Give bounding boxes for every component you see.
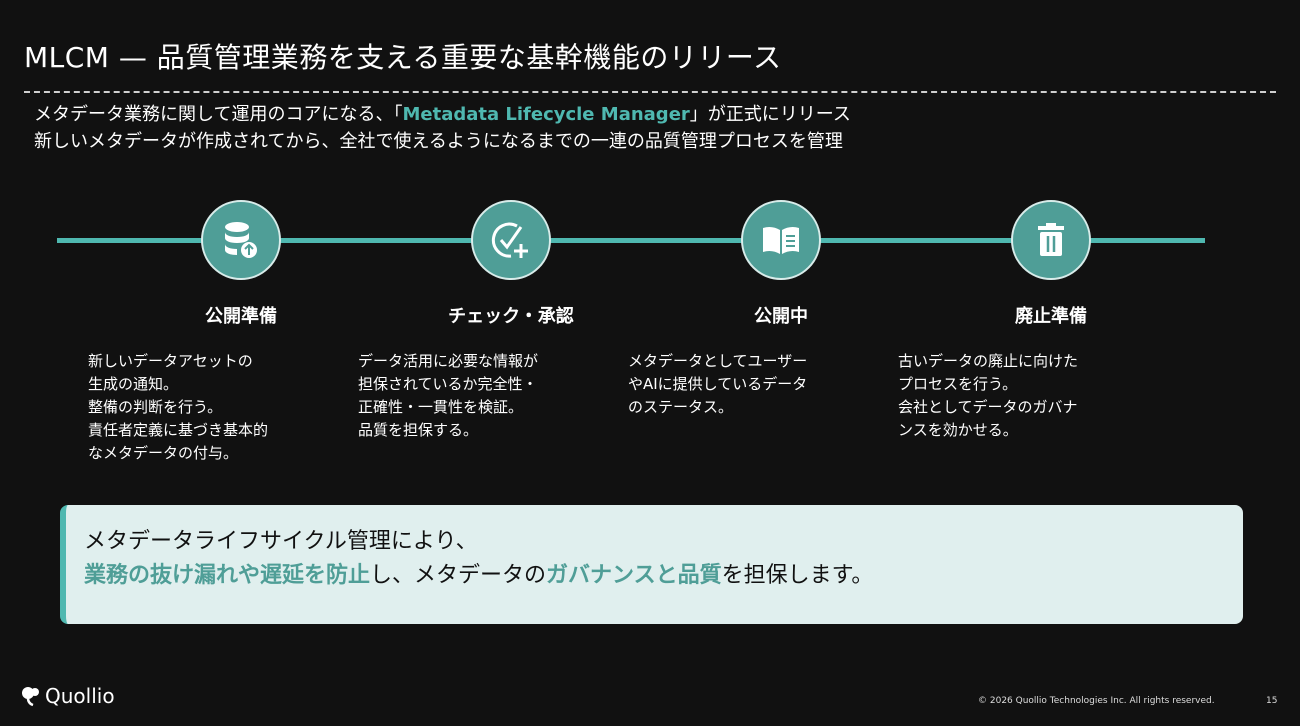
highlight-text: 業務の抜け漏れや遅延を防止 <box>84 563 371 588</box>
logo-text: Quollio <box>45 684 115 708</box>
product-name: Metadata Lifecycle Manager <box>402 104 690 125</box>
step-description: メタデータとしてユーザー やAIに提供しているデータ のステータス。 <box>628 352 808 416</box>
callout-line-1: メタデータライフサイクル管理により、 <box>84 529 478 554</box>
step-description: 古いデータの廃止に向けた プロセスを行う。 会社としてデータのガバナ ンスを効か… <box>898 352 1079 439</box>
subtitle-text: 」が正式にリリース <box>689 104 851 125</box>
highlight-text: ガバナンスと品質 <box>546 563 722 588</box>
step-description: データ活用に必要な情報が 担保されているか完全性・ 正確性・一貫性を検証。 品質… <box>358 352 539 439</box>
step-title: チェック・承認 <box>448 306 574 327</box>
subtitle-line-2: 新しいメタデータが作成されてから、全社で使えるようになるまでの一連の品質管理プロ… <box>34 131 843 152</box>
step-title: 公開準備 <box>205 306 277 327</box>
trash-icon <box>1011 200 1091 280</box>
divider <box>24 91 1276 93</box>
quollio-logo-icon <box>22 687 39 707</box>
step-title: 廃止準備 <box>1015 306 1087 327</box>
check-plus-icon <box>471 200 551 280</box>
timeline-line <box>57 238 1205 243</box>
summary-callout: メタデータライフサイクル管理により、 業務の抜け漏れや遅延を防止し、メタデータの… <box>60 505 1243 624</box>
callout-text: を担保します。 <box>721 563 874 588</box>
page-number: 15 <box>1266 696 1278 706</box>
open-book-icon <box>741 200 821 280</box>
callout-line-2: 業務の抜け漏れや遅延を防止し、メタデータのガバナンスと品質を担保します。 <box>84 559 1243 593</box>
subtitle-text: メタデータ業務に関して運用のコアになる、「 <box>34 104 403 125</box>
step-title: 公開中 <box>754 306 808 327</box>
copyright: © 2026 Quollio Technologies Inc. All rig… <box>978 696 1215 706</box>
database-upload-icon <box>201 200 281 280</box>
company-logo: Quollio <box>20 684 115 708</box>
page-title: MLCM — 品質管理業務を支える重要な基幹機能のリリース <box>24 41 782 74</box>
callout-text: し、メタデータの <box>370 563 547 588</box>
step-description: 新しいデータアセットの 生成の通知。 整備の判断を行う。 責任者定義に基づき基本… <box>88 352 269 462</box>
subtitle-line-1: メタデータ業務に関して運用のコアになる、「Metadata Lifecycle … <box>34 102 851 128</box>
